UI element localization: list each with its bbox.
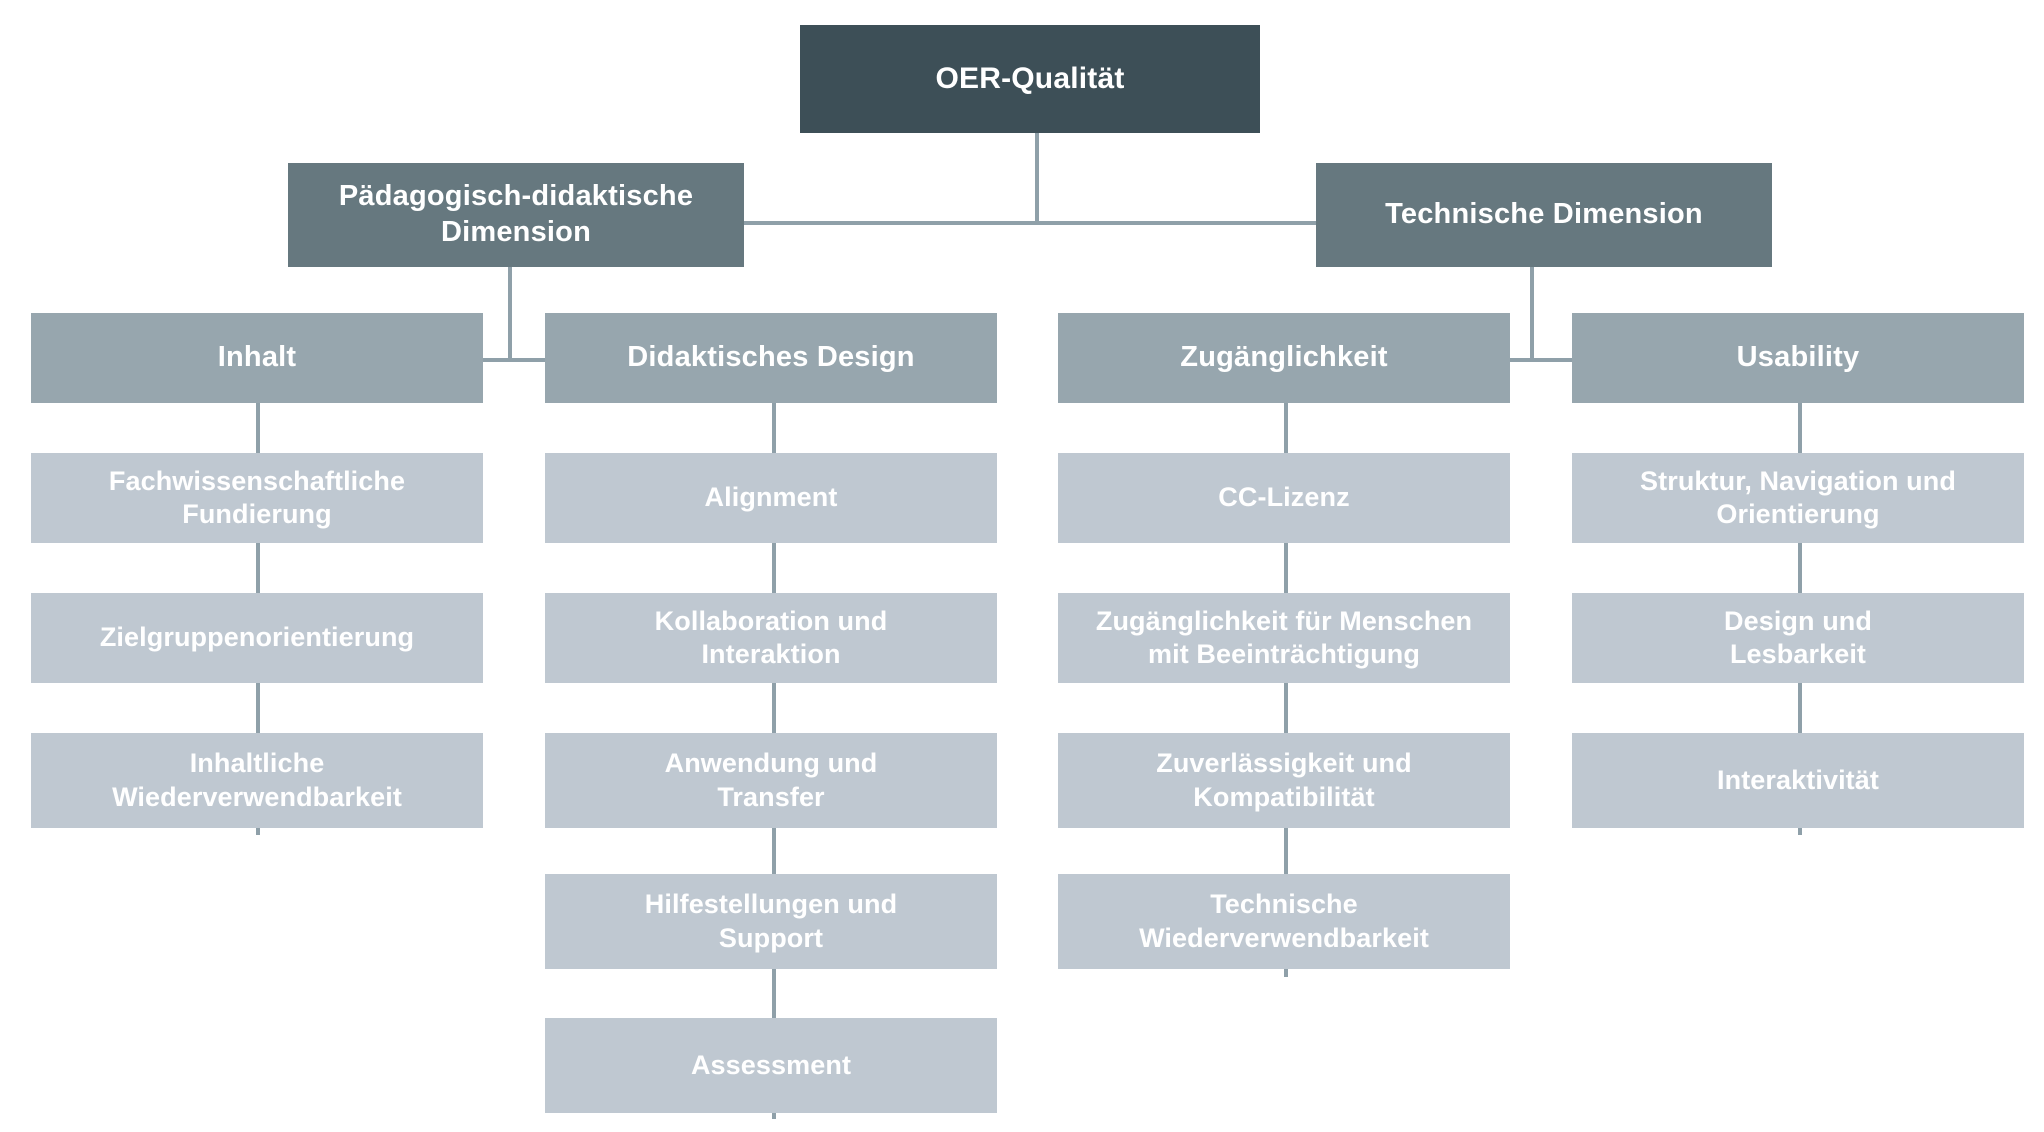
node-label: Hilfestellungen und Support [644, 889, 898, 953]
node-criterion-inhaltliche-wiederverwendbarkeit[interactable]: Inhaltliche Wiederverwendbarkeit [31, 733, 483, 828]
node-paedagogisch-didaktische-dimension[interactable]: Pädagogisch-didaktische Dimension [288, 163, 744, 267]
node-label: OER-Qualität [935, 62, 1125, 96]
node-criterion-zielgruppenorientierung[interactable]: Zielgruppenorientierung [31, 593, 483, 683]
node-category-didaktisches-design[interactable]: Didaktisches Design [545, 313, 997, 403]
node-label: Zugänglichkeit [1180, 341, 1388, 374]
connector-pedagogical-stem [508, 267, 512, 362]
node-label: Zielgruppenorientierung [99, 622, 415, 653]
node-criterion-hilfestellungen-und-support[interactable]: Hilfestellungen und Support [545, 874, 997, 969]
node-label: Usability [1736, 341, 1860, 374]
node-category-inhalt[interactable]: Inhalt [31, 313, 483, 403]
node-category-zugaenglichkeit[interactable]: Zugänglichkeit [1058, 313, 1510, 403]
connector-technical-stem [1530, 267, 1534, 362]
node-technische-dimension[interactable]: Technische Dimension [1316, 163, 1772, 267]
node-label: Didaktisches Design [627, 341, 915, 374]
node-label: Zugänglichkeit für Menschen mit Beeinträ… [1095, 605, 1473, 669]
node-criterion-assessment[interactable]: Assessment [545, 1018, 997, 1113]
node-label: Alignment [704, 482, 838, 513]
node-criterion-alignment[interactable]: Alignment [545, 453, 997, 543]
node-label: CC-Lizenz [1218, 482, 1350, 513]
node-label: Struktur, Navigation und Orientierung [1640, 465, 1956, 529]
node-criterion-technische-wiederverwendbarkeit[interactable]: Technische Wiederverwendbarkeit [1058, 874, 1510, 969]
node-category-usability[interactable]: Usability [1572, 313, 2024, 403]
node-criterion-anwendung-und-transfer[interactable]: Anwendung und Transfer [545, 733, 997, 828]
connector-technical-category-bus [1502, 358, 1582, 362]
connector-pedagogical-category-bus [480, 358, 560, 362]
node-label: Technische Wiederverwendbarkeit [1139, 889, 1429, 953]
node-criterion-kollaboration-und-interaktion[interactable]: Kollaboration und Interaktion [545, 593, 997, 683]
node-criterion-design-und-lesbarkeit[interactable]: Design und Lesbarkeit [1572, 593, 2024, 683]
node-label: Fachwissenschaftliche Fundierung [108, 465, 406, 529]
connector-column-zugaenglichkeit [1284, 403, 1288, 977]
node-label: Inhaltliche Wiederverwendbarkeit [112, 748, 402, 812]
connector-root-stem [1035, 133, 1039, 223]
node-criterion-zugaenglichkeit-beeintraechtigung[interactable]: Zugänglichkeit für Menschen mit Beeinträ… [1058, 593, 1510, 683]
node-label: Interaktivität [1717, 764, 1879, 795]
connector-dimension-bus [342, 221, 1734, 225]
node-criterion-interaktivitaet[interactable]: Interaktivität [1572, 733, 2024, 828]
node-label: Pädagogisch-didaktische Dimension [338, 180, 694, 248]
node-label: Zuverlässigkeit und Kompatibilität [1156, 748, 1412, 812]
node-label: Kollaboration und Interaktion [654, 605, 888, 669]
node-criterion-zuverlaessigkeit-und-kompatibilitaet[interactable]: Zuverlässigkeit und Kompatibilität [1058, 733, 1510, 828]
node-criterion-fachwissenschaftliche-fundierung[interactable]: Fachwissenschaftliche Fundierung [31, 453, 483, 543]
node-criterion-struktur-navigation-orientierung[interactable]: Struktur, Navigation und Orientierung [1572, 453, 2024, 543]
node-label: Assessment [690, 1049, 852, 1080]
node-label: Technische Dimension [1385, 198, 1703, 231]
node-label: Design und Lesbarkeit [1724, 605, 1872, 669]
node-criterion-cc-lizenz[interactable]: CC-Lizenz [1058, 453, 1510, 543]
node-label: Anwendung und Transfer [664, 748, 878, 812]
node-oer-qualitaet[interactable]: OER-Qualität [800, 25, 1260, 133]
node-label: Inhalt [217, 341, 297, 374]
